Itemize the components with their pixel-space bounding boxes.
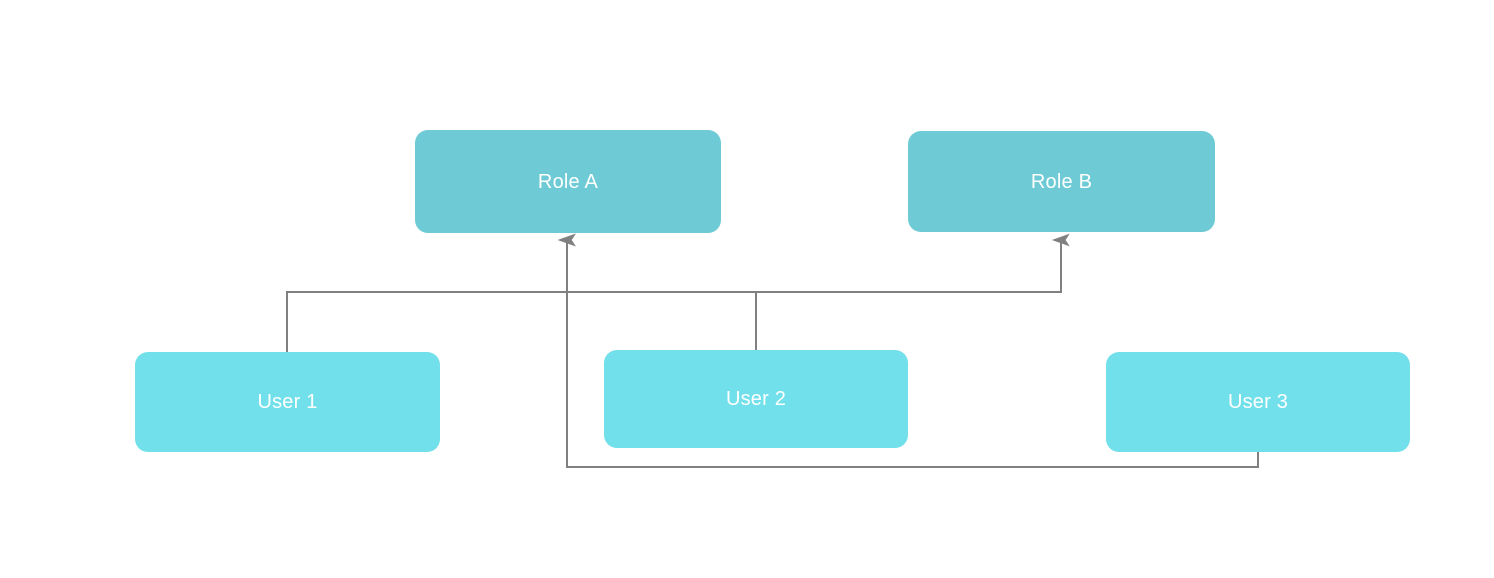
node-user-1-label: User 1 [257,391,318,413]
node-role-b-label: Role B [1030,170,1093,193]
node-user-2[interactable]: User 2 [604,350,908,448]
edge-user2-rolea [557,233,757,350]
node-user-3[interactable]: User 3 [1106,352,1410,452]
edge-user1-roleb [286,233,1070,352]
node-user-3-label: User 3 [1227,391,1289,413]
node-role-b[interactable]: Role B [908,131,1215,232]
node-role-a-label: Role A [537,170,599,193]
node-user-2-label: User 2 [725,388,787,410]
node-role-a[interactable]: Role A [415,130,721,233]
node-user-1[interactable]: User 1 [135,352,440,452]
